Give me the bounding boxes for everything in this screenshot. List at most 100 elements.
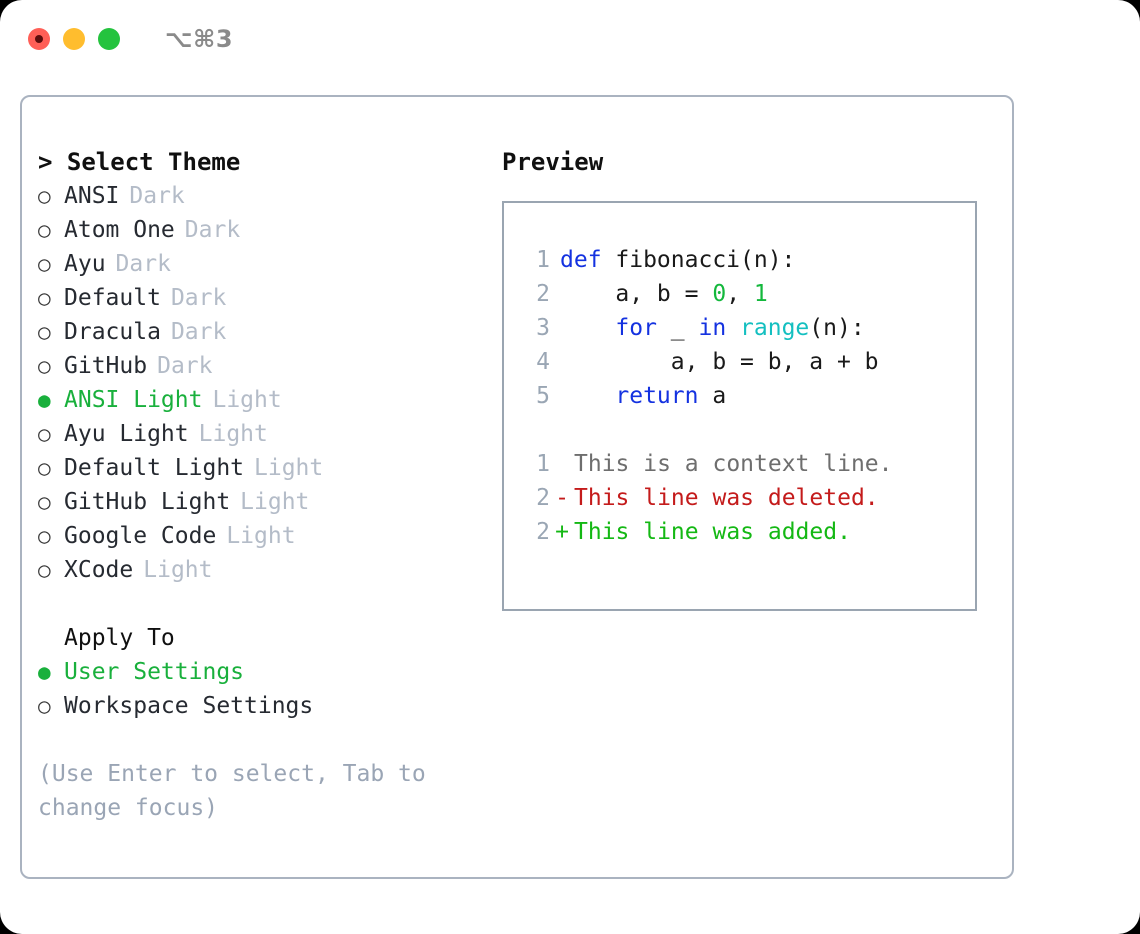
theme-category: Dark: [157, 353, 213, 379]
radio-selected-icon: ●: [38, 660, 51, 684]
code-token: a: [698, 383, 727, 409]
traffic-light-group: [28, 28, 120, 50]
code-line-text: for _ in range(n):: [550, 311, 865, 345]
theme-category: Light: [198, 421, 268, 447]
theme-name: GitHub: [64, 353, 148, 379]
code-token: in: [698, 315, 727, 341]
code-line: 4 a, b = b, a + b: [504, 345, 975, 379]
code-token: return: [615, 383, 699, 409]
radio-unselected-icon: ○: [38, 320, 51, 344]
keyboard-shortcut-label: ⌥⌘3: [165, 25, 234, 53]
theme-option-row[interactable]: ○ GitHub Dark: [38, 349, 488, 383]
theme-category: Light: [240, 489, 310, 515]
diff-marker: [550, 447, 574, 481]
code-line: 3 for _ in range(n):: [504, 311, 975, 345]
apply-to-option-row[interactable]: ○Workspace Settings: [38, 689, 488, 723]
theme-category: Light: [226, 523, 296, 549]
keyboard-hint-text: (Use Enter to select, Tab to change focu…: [38, 761, 426, 821]
diff-line-number: 2: [536, 519, 550, 545]
radio-unselected-icon: ○: [38, 218, 51, 242]
title-bar: ⌥⌘3: [0, 0, 1140, 78]
theme-option-row[interactable]: ○ Ayu Dark: [38, 247, 488, 281]
diff-line-text: This line was added.: [574, 519, 851, 545]
theme-category: Light: [212, 387, 282, 413]
diff-line: 1 This is a context line.: [504, 447, 975, 481]
theme-name: Google Code: [64, 523, 217, 549]
radio-unselected-icon: ○: [38, 558, 51, 582]
theme-option-row[interactable]: ○ XCode Light: [38, 553, 488, 587]
apply-to-list: ● User Settings ○Workspace Settings: [38, 655, 488, 723]
theme-category: Light: [143, 557, 213, 583]
code-token: fibonacci(n):: [601, 247, 796, 273]
theme-name: Default: [64, 285, 161, 311]
code-token: (n):: [809, 315, 865, 341]
radio-unselected-icon: ○: [38, 422, 51, 446]
theme-option-row[interactable]: ○ Default Light Light: [38, 451, 488, 485]
radio-unselected-icon: ○: [38, 354, 51, 378]
code-token: ,: [726, 281, 754, 307]
apply-to-heading: Apply To: [64, 625, 175, 651]
theme-category: Dark: [170, 285, 227, 311]
theme-category: Dark: [115, 251, 171, 277]
code-token: range: [740, 315, 810, 341]
theme-category: Dark: [129, 183, 185, 209]
theme-name: Default Light: [64, 455, 245, 481]
code-token: 0: [712, 281, 727, 307]
diff-line-text: This line was deleted.: [574, 485, 879, 511]
radio-unselected-icon: ○: [38, 490, 51, 514]
apply-to-label: Workspace Settings: [64, 693, 314, 719]
code-token: [560, 315, 615, 341]
diff-line-text: This is a context line.: [574, 451, 893, 477]
diff-marker: +: [555, 519, 569, 545]
code-token: [726, 315, 740, 341]
code-token: a, b =: [560, 281, 713, 307]
code-token: 1: [753, 281, 768, 307]
radio-unselected-icon: ○: [38, 252, 51, 276]
code-line: 5 return a: [504, 379, 975, 413]
theme-name: ANSI Light: [64, 387, 203, 413]
code-token: for: [615, 315, 657, 341]
preview-heading: Preview: [502, 148, 604, 176]
code-line-number: 5: [536, 383, 550, 409]
zoom-button[interactable]: [98, 28, 120, 50]
code-token: [560, 383, 615, 409]
diff-marker: -: [555, 485, 569, 511]
apply-to-option-row[interactable]: ● User Settings: [38, 655, 488, 689]
code-diff-gap: [504, 413, 975, 447]
theme-name: ANSI: [64, 183, 120, 209]
diff-line: 2-This line was deleted.: [504, 481, 975, 515]
code-line-number: 1: [536, 247, 550, 273]
list-spacer: [38, 587, 488, 621]
theme-option-row[interactable]: ○ GitHub Light Light: [38, 485, 488, 519]
code-line: 2 a, b = 0, 1: [504, 277, 975, 311]
code-line-number: 3: [536, 315, 550, 341]
code-token: a, b = b, a + b: [560, 349, 879, 375]
code-line-text: def fibonacci(n):: [550, 243, 795, 277]
code-token: _: [656, 315, 699, 341]
theme-category: Light: [254, 455, 324, 481]
theme-name: Dracula: [64, 319, 161, 345]
theme-name: XCode: [64, 557, 134, 583]
diff-line-number: 1: [536, 451, 550, 477]
theme-name: Ayu: [64, 251, 106, 277]
radio-unselected-icon: ○: [38, 286, 51, 310]
radio-unselected-icon: ○: [38, 456, 51, 480]
apply-to-label: User Settings: [64, 659, 245, 685]
close-button[interactable]: [28, 28, 50, 50]
theme-name: GitHub Light: [64, 489, 231, 515]
minimize-button[interactable]: [63, 28, 85, 50]
theme-option-row[interactable]: ○ Default Dark: [38, 281, 488, 315]
code-line-text: a, b = b, a + b: [550, 345, 879, 379]
